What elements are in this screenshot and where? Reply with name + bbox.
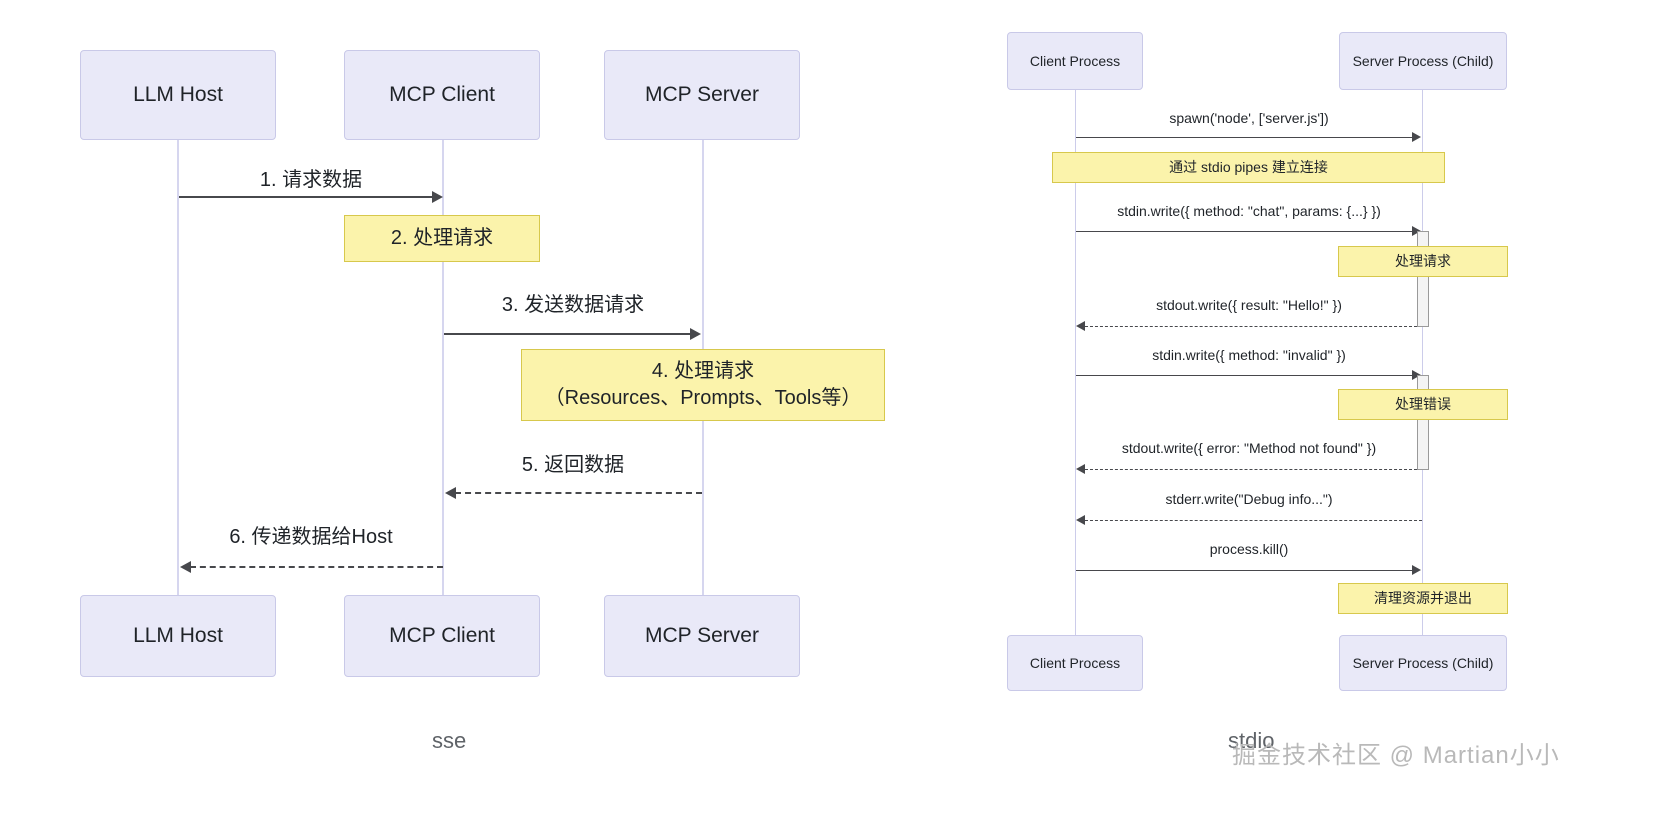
caption-sse: sse <box>432 728 467 753</box>
message-arrow-stdin-invalid <box>1076 375 1413 376</box>
participant-top-server-process[interactable]: Server Process (Child) <box>1339 32 1507 90</box>
participant-label: LLM Host <box>133 83 223 107</box>
message-arrow-5 <box>455 492 702 494</box>
message-label-3: 3. 发送数据请求 <box>501 294 645 316</box>
participant-label: LLM Host <box>133 624 223 648</box>
participant-top-llm-host[interactable]: LLM Host <box>80 50 276 140</box>
message-label-5: 5. 返回数据 <box>521 454 625 476</box>
note-handle-request: 处理请求 <box>1338 246 1508 277</box>
arrowhead-right <box>1412 565 1421 575</box>
participant-label: MCP Client <box>389 83 495 107</box>
arrowhead-left <box>1076 464 1085 474</box>
watermark-text: 掘金技术社区 @ Martian小小 <box>1232 742 1560 769</box>
message-arrow-3 <box>444 333 690 335</box>
participant-top-client-process[interactable]: Client Process <box>1007 32 1143 90</box>
participant-label: Client Process <box>1029 654 1121 671</box>
participant-bottom-server-process[interactable]: Server Process (Child) <box>1339 635 1507 691</box>
message-arrow-stdout-hello <box>1085 326 1417 327</box>
participant-label: Server Process (Child) <box>1352 654 1494 671</box>
note-stdio-pipes: 通过 stdio pipes 建立连接 <box>1052 152 1445 183</box>
participant-label: Client Process <box>1029 52 1121 69</box>
participant-label: MCP Client <box>389 624 495 648</box>
note-label: 通过 stdio pipes 建立连接 <box>1169 159 1328 176</box>
arrowhead-right <box>1412 132 1421 142</box>
lifeline-server-process <box>1422 90 1423 635</box>
arrowhead-right <box>432 191 443 203</box>
message-label-stdout-error: stdout.write({ error: "Method not found"… <box>1121 440 1377 456</box>
message-label-6: 6. 传递数据给Host <box>229 526 393 548</box>
arrowhead-right <box>1412 370 1421 380</box>
caption-stdio: stdio <box>1228 728 1275 753</box>
arrowhead-right <box>690 328 701 340</box>
note-label: 处理请求 <box>1395 253 1451 270</box>
participant-top-mcp-client[interactable]: MCP Client <box>344 50 540 140</box>
note-process-request-server: 4. 处理请求 （Resources、Prompts、Tools等） <box>521 349 885 421</box>
message-label-stdin-invalid: stdin.write({ method: "invalid" }) <box>1152 347 1346 363</box>
note-line-1: 4. 处理请求 <box>651 360 755 382</box>
note-label: 清理资源并退出 <box>1374 590 1472 607</box>
message-label-stdout-hello: stdout.write({ result: "Hello!" }) <box>1156 297 1342 313</box>
lifeline-mcp-client <box>442 140 444 595</box>
note-line-2: （Resources、Prompts、Tools等） <box>544 387 862 409</box>
arrowhead-left <box>1076 515 1085 525</box>
participant-label: MCP Server <box>645 624 759 648</box>
participant-bottom-client-process[interactable]: Client Process <box>1007 635 1143 691</box>
arrowhead-left <box>1076 321 1085 331</box>
note-text: 4. 处理请求 （Resources、Prompts、Tools等） <box>535 358 872 412</box>
note-label: 2. 处理请求 <box>390 227 494 249</box>
message-arrow-stderr-debug <box>1085 520 1422 521</box>
message-arrow-1 <box>179 196 435 198</box>
message-arrow-stdout-error <box>1085 469 1417 470</box>
participant-top-mcp-server[interactable]: MCP Server <box>604 50 800 140</box>
message-label-stderr-debug: stderr.write("Debug info...") <box>1165 491 1333 507</box>
note-label: 处理错误 <box>1395 396 1451 413</box>
message-arrow-process-kill <box>1076 570 1413 571</box>
lifeline-client-process <box>1075 90 1076 635</box>
arrowhead-left <box>180 561 191 573</box>
message-label-stdin-chat: stdin.write({ method: "chat", params: {.… <box>1117 203 1381 219</box>
participant-label: Server Process (Child) <box>1352 52 1494 69</box>
arrowhead-left <box>445 487 456 499</box>
note-process-request-client: 2. 处理请求 <box>344 215 540 262</box>
message-arrow-stdin-chat <box>1076 231 1413 232</box>
participant-bottom-mcp-client[interactable]: MCP Client <box>344 595 540 677</box>
participant-label: MCP Server <box>645 83 759 107</box>
arrowhead-right <box>1412 226 1421 236</box>
participant-bottom-llm-host[interactable]: LLM Host <box>80 595 276 677</box>
message-label-spawn: spawn('node', ['server.js']) <box>1169 110 1329 126</box>
participant-bottom-mcp-server[interactable]: MCP Server <box>604 595 800 677</box>
message-arrow-spawn <box>1076 137 1413 138</box>
message-label-process-kill: process.kill() <box>1209 541 1289 557</box>
message-label-1: 1. 请求数据 <box>259 169 363 191</box>
message-arrow-6 <box>190 566 443 568</box>
note-handle-error: 处理错误 <box>1338 389 1508 420</box>
note-cleanup-exit: 清理资源并退出 <box>1338 583 1508 614</box>
lifeline-llm-host <box>177 140 179 595</box>
